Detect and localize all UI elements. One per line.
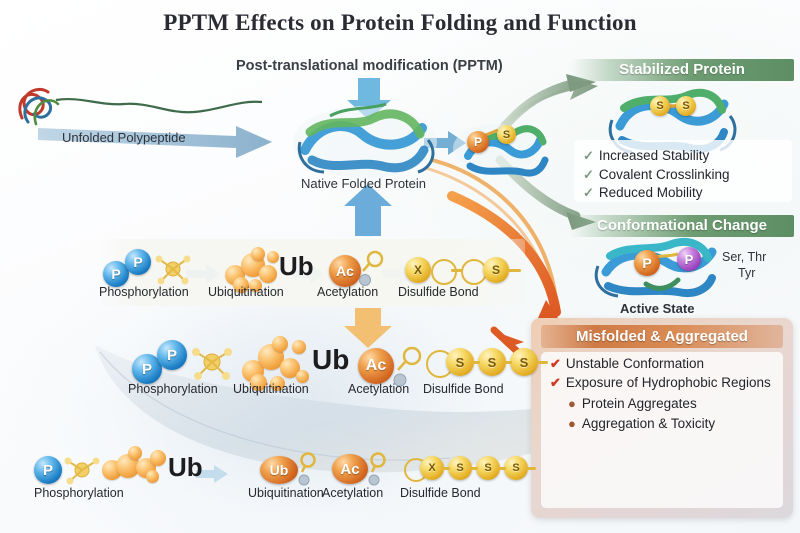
ptm-label-disulfide: Disulfide Bond [398,285,479,299]
marker-p-modified: P [467,131,489,153]
badge-s-mid-3: S [510,348,538,376]
ptm-row-middle: P P Phosphorylation Ub Ubiquitination [128,330,550,396]
marker-s2-stabilized: S [676,96,696,116]
residues-line-1: Ser, Thr [722,250,767,264]
native-folded-protein-label: Native Folded Protein [301,176,427,191]
check-icon: ✔ [550,375,561,390]
ptm-label-ubiquitination: Ubiquitination [208,285,284,299]
to-stabilized-arrow [495,74,598,137]
badge-s-bottom-2: S [476,456,500,480]
misfolded-dot-0: ●Protein Aggregates [568,396,697,411]
badge-s-bottom-3: S [504,456,528,480]
ptm-label-phosphorylation-mid: Phosphorylation [128,382,218,396]
fold-arrow [38,126,272,158]
stabilized-bullet-2: ✓Reduced Mobility [583,185,703,200]
marker-s1-stabilized: S [650,96,670,116]
ptm-label-acetylation: Acetylation [317,285,379,299]
badge-p-1: P [103,261,129,287]
ub-linker-icon [298,452,316,486]
phosphate-group-icon-mid [192,348,232,380]
misfolded-dot-1: ●Aggregation & Toxicity [568,416,716,431]
bullet-dot-icon: ● [568,396,576,411]
unfolded-polypeptide-label: Unfolded Polypeptide [62,130,186,145]
marker-s-modified: S [497,125,516,144]
ptm-up-arrow [344,184,392,236]
misfolded-panel-header: Misfolded & Aggregated [541,325,783,348]
ptm-label-ubiquitination-mid: Ubiquitination [233,382,309,396]
misfolded-panel: Misfolded & Aggregated ✔Unstable Conform… [531,318,793,518]
ptm-row-top: P P Phosphorylation Ub Ubiquitination [99,239,525,306]
marker-p-active-2: P [677,247,701,271]
ring-icon-1 [431,259,457,285]
check-icon: ✓ [583,167,594,182]
misfolded-check-1: ✔Exposure of Hydrophobic Regions [550,375,771,390]
badge-x-bottom: X [420,456,444,480]
phosphate-group-icon-bottom [64,457,100,485]
conformational-panel-header: Conformational Change [570,215,794,237]
acetyl-linker-icon-bottom [368,452,386,486]
acetyl-linker-icon-mid [393,346,422,387]
bottom-strip-arrow [196,465,228,483]
badge-s-top: S [483,257,509,283]
bullet-dot-icon: ● [568,416,576,431]
misfolded-panel-body [541,352,783,508]
misfolded-check-0: ✔Unstable Conformation [550,356,704,371]
check-icon: ✓ [583,148,594,163]
native-folded-protein-graphic [293,102,437,178]
ub-label-bottom: Ub [168,452,203,482]
badge-s-bottom-1: S [448,456,472,480]
stabilized-bullet-1: ✓Covalent Crosslinking [583,167,730,182]
page-title: PPTM Effects on Protein Folding and Func… [163,10,637,35]
ptm-row-bottom: P Ub Phosphorylation Ub Ub [20,440,536,506]
active-state-label: Active State [620,301,695,316]
ub-label-top: Ub [279,251,314,281]
ptm-label-disulfide-mid: Disulfide Bond [423,382,504,396]
acetyl-linker-icon [359,250,384,286]
badge-ac-mid: Ac [358,348,394,384]
badge-p-bottom: P [34,456,62,484]
ptm-label-acetylation-bottom: Acetylation [322,486,384,500]
badge-x-top: X [405,257,431,283]
badge-p-2-mid: P [157,340,187,370]
badge-s-mid-2: S [478,348,506,376]
pptm-subtitle: Post-translational modification (PPTM) [236,58,503,74]
residues-line-2: Tyr [738,266,756,280]
phosphate-group-icon [155,255,191,285]
ptm-label-phosphorylation: Phosphorylation [99,285,189,299]
badge-ac-top: Ac [329,255,361,287]
marker-p-active-1: P [634,250,660,276]
stabilized-panel-body [574,140,792,202]
check-icon: ✔ [550,356,561,371]
ptm-label-phosphorylation-bottom: Phosphorylation [34,486,124,500]
stabilized-panel-header: Stabilized Protein [570,59,794,81]
bond-bar-2 [507,269,521,272]
check-icon: ✓ [583,185,594,200]
stabilized-bullet-0: ✓Increased Stability [583,148,710,163]
bond-bar-1 [451,269,463,272]
ub-label-mid: Ub [312,344,350,375]
badge-ub-bottom: Ub [260,456,298,484]
badge-p-2: P [125,249,151,275]
unfolded-polypeptide-graphic [18,87,263,126]
ptm-label-disulfide-bottom: Disulfide Bond [400,486,481,500]
badge-s-mid-1: S [446,348,474,376]
ptm-label-ubiquitination-bottom: Ubiquitination [248,486,324,500]
badge-ac-bottom: Ac [332,454,368,484]
ptm-down-orange-arrow [344,308,392,348]
ptm-label-acetylation-mid: Acetylation [348,382,410,396]
